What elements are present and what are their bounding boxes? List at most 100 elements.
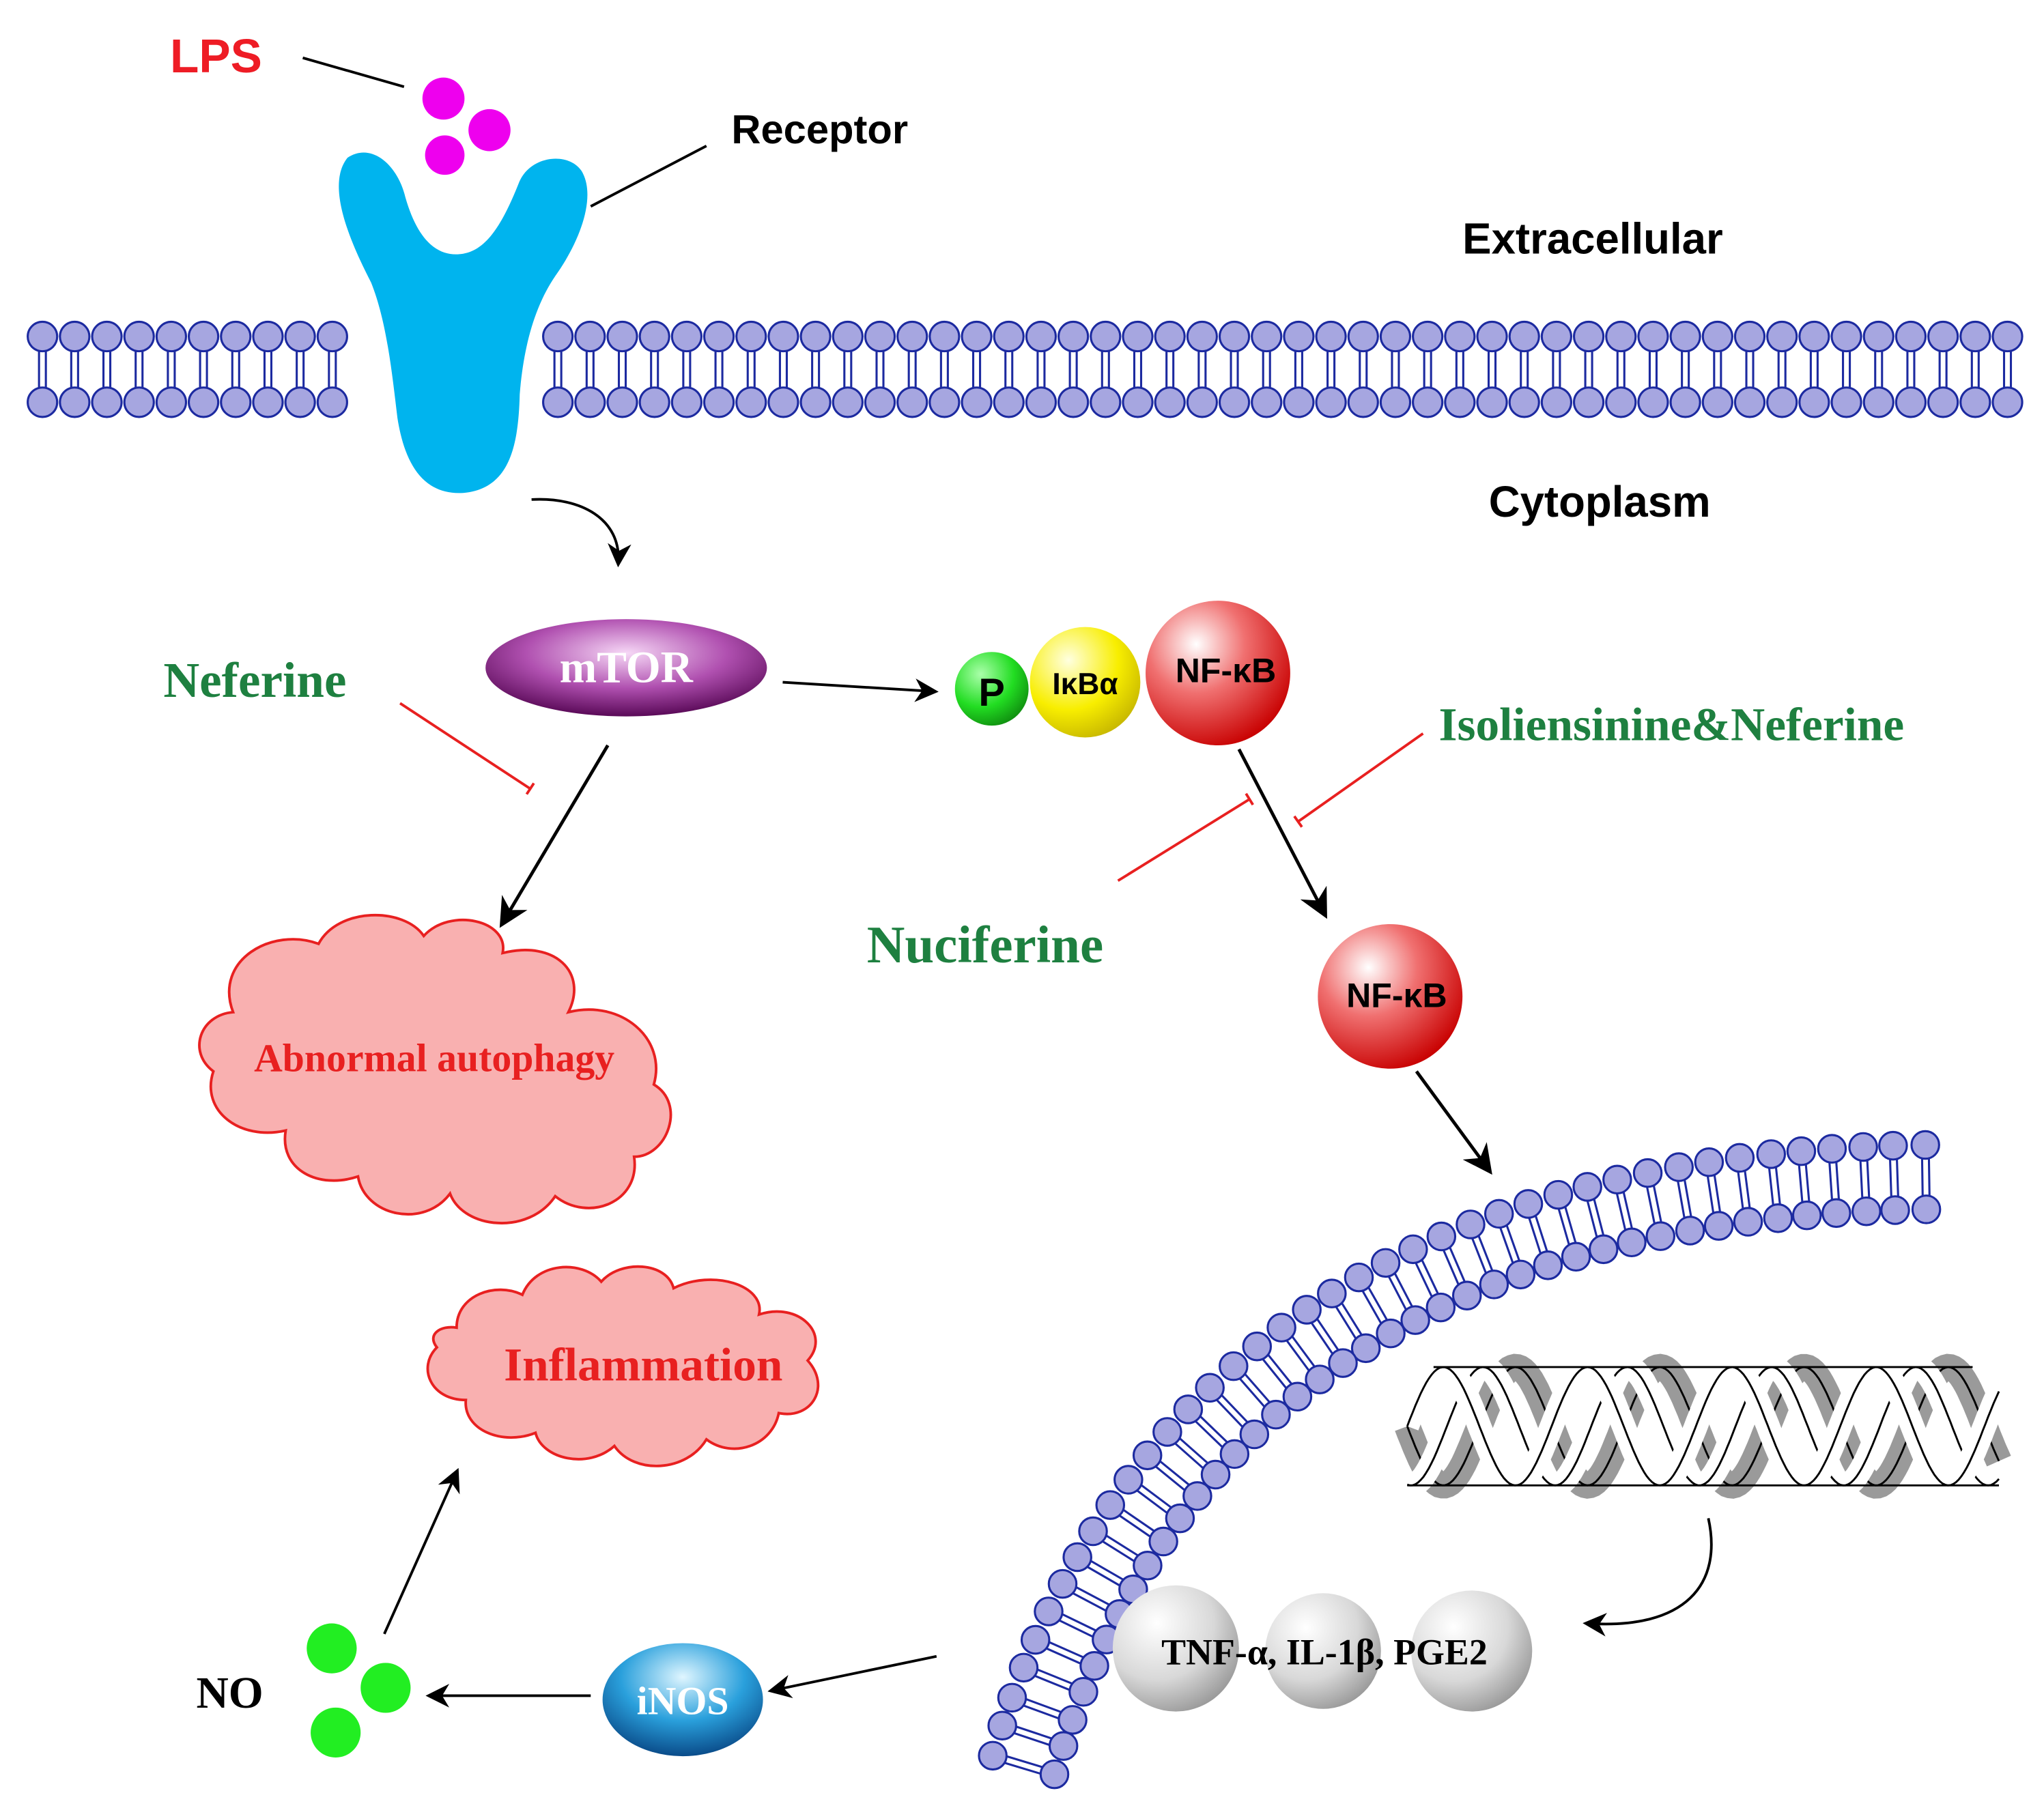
lipid-head <box>574 386 606 418</box>
lipid-head <box>1133 1550 1163 1581</box>
lipid-head <box>1148 1526 1178 1557</box>
lipid-head <box>1605 320 1637 353</box>
lipid-head <box>1400 1305 1430 1335</box>
lipid-head <box>1848 1132 1878 1162</box>
lipid-tail <box>1119 1515 1151 1538</box>
neferine-label: Neferine <box>163 652 346 708</box>
nfkb-free-ball <box>1318 923 1463 1069</box>
lipid-tail <box>1564 1207 1577 1243</box>
lipid-head <box>1200 1459 1231 1490</box>
lipid-head <box>1862 386 1894 418</box>
autophagy-label: Abnormal autophagy <box>254 1037 614 1080</box>
lipid-tail <box>1528 1218 1542 1254</box>
lipid-tail <box>1622 1192 1633 1229</box>
lipid-head <box>1927 320 1959 353</box>
lipid-head <box>1239 1419 1270 1450</box>
lipid-head <box>1669 386 1701 418</box>
receptor-to-mtor-arrow <box>531 498 631 568</box>
lipid-tail <box>1835 1162 1841 1199</box>
p-label: P <box>978 671 1005 715</box>
lipid-tail <box>1059 1619 1094 1638</box>
lipid-head <box>1894 386 1927 418</box>
lipid-head <box>1095 1490 1126 1520</box>
lipid-head <box>1701 386 1733 418</box>
lipid-head <box>252 386 284 418</box>
lipid-head <box>1505 1259 1536 1290</box>
lipid-head <box>1020 1624 1051 1655</box>
lipid-head <box>1218 386 1251 418</box>
lipid-tail <box>1443 1250 1460 1285</box>
lipid-tail <box>1244 1373 1271 1403</box>
lipid-head <box>1347 386 1379 418</box>
lipid-head <box>1047 1568 1078 1599</box>
lipid-head <box>1543 1179 1574 1210</box>
lipid-tail <box>1286 1340 1310 1371</box>
lipid-head <box>1508 386 1540 418</box>
nucleus-to-inos-arrow <box>767 1654 937 1699</box>
lipid-tail <box>1037 1668 1073 1684</box>
ikba-label: IκBα <box>1052 668 1118 701</box>
lipid-tail <box>1200 1416 1228 1443</box>
lipid-tail <box>1804 1164 1811 1202</box>
lipid-tail <box>1102 1540 1135 1562</box>
nuclear-membrane <box>978 1130 1942 1790</box>
lipid-head <box>1476 386 1508 418</box>
lipid-head <box>1733 386 1766 418</box>
lipid-head <box>220 386 252 418</box>
lipid-tail <box>1004 1762 1041 1775</box>
lipid-head <box>1484 1199 1514 1229</box>
lipid-head <box>896 320 928 353</box>
nfkb-to-nucleus-arrow <box>1415 1070 1492 1175</box>
lipid-head <box>123 386 155 418</box>
cytoplasm-label: Cytoplasm <box>1489 478 1711 526</box>
lipid-tail <box>1421 1259 1439 1294</box>
no-label: NO <box>197 1669 264 1718</box>
lipid-tail <box>1216 1399 1243 1428</box>
lipid-head <box>1008 1652 1039 1683</box>
lipid-head <box>1786 1136 1817 1166</box>
lipid-head <box>1791 1200 1822 1231</box>
lipid-head <box>1701 320 1733 353</box>
lipid-head <box>896 386 928 418</box>
lipid-head <box>1617 1227 1647 1258</box>
lipid-head <box>1058 1705 1088 1735</box>
lipid-head <box>702 320 735 353</box>
lipid-tail <box>1499 1227 1514 1263</box>
lipid-head <box>1479 1270 1509 1300</box>
lipid-head <box>606 320 638 353</box>
lipid-tail <box>1393 1273 1413 1307</box>
lipid-tail <box>1896 1159 1899 1196</box>
lipid-head <box>961 320 993 353</box>
lipid-head <box>1637 320 1669 353</box>
cytokine-balls <box>1112 1585 1533 1712</box>
lipid-head <box>702 386 735 418</box>
lipid-head <box>638 386 670 418</box>
lipid-head <box>1132 1440 1163 1471</box>
lipid-head <box>1561 1242 1591 1272</box>
lipid-head <box>993 320 1025 353</box>
lipid-tail <box>1267 1354 1292 1385</box>
lipid-head <box>1508 320 1540 353</box>
lipid-head <box>1645 1221 1676 1251</box>
lipid-tail <box>1034 1675 1070 1691</box>
lipid-head <box>961 386 993 418</box>
lipid-head <box>1370 1248 1401 1278</box>
lipid-head <box>187 320 220 353</box>
lipid-head <box>1756 1139 1787 1169</box>
lipid-tail <box>1477 1235 1494 1271</box>
receptor-label: Receptor <box>731 106 908 152</box>
autophagy-cloud-icon <box>198 913 672 1224</box>
lipid-tail <box>1179 1437 1208 1464</box>
lipid-head <box>1113 1465 1144 1495</box>
lipid-head <box>1350 1333 1381 1364</box>
inflammation-label: Inflammation <box>504 1338 782 1390</box>
lipid-tail <box>1505 1225 1520 1261</box>
lipid-head <box>1451 1280 1482 1310</box>
lipid-head <box>1025 386 1058 418</box>
lipid-tail <box>1652 1186 1662 1222</box>
lipid-head <box>832 386 864 418</box>
lipid-head <box>1122 320 1154 353</box>
lipid-head <box>767 320 799 353</box>
lipid-head <box>1605 386 1637 418</box>
